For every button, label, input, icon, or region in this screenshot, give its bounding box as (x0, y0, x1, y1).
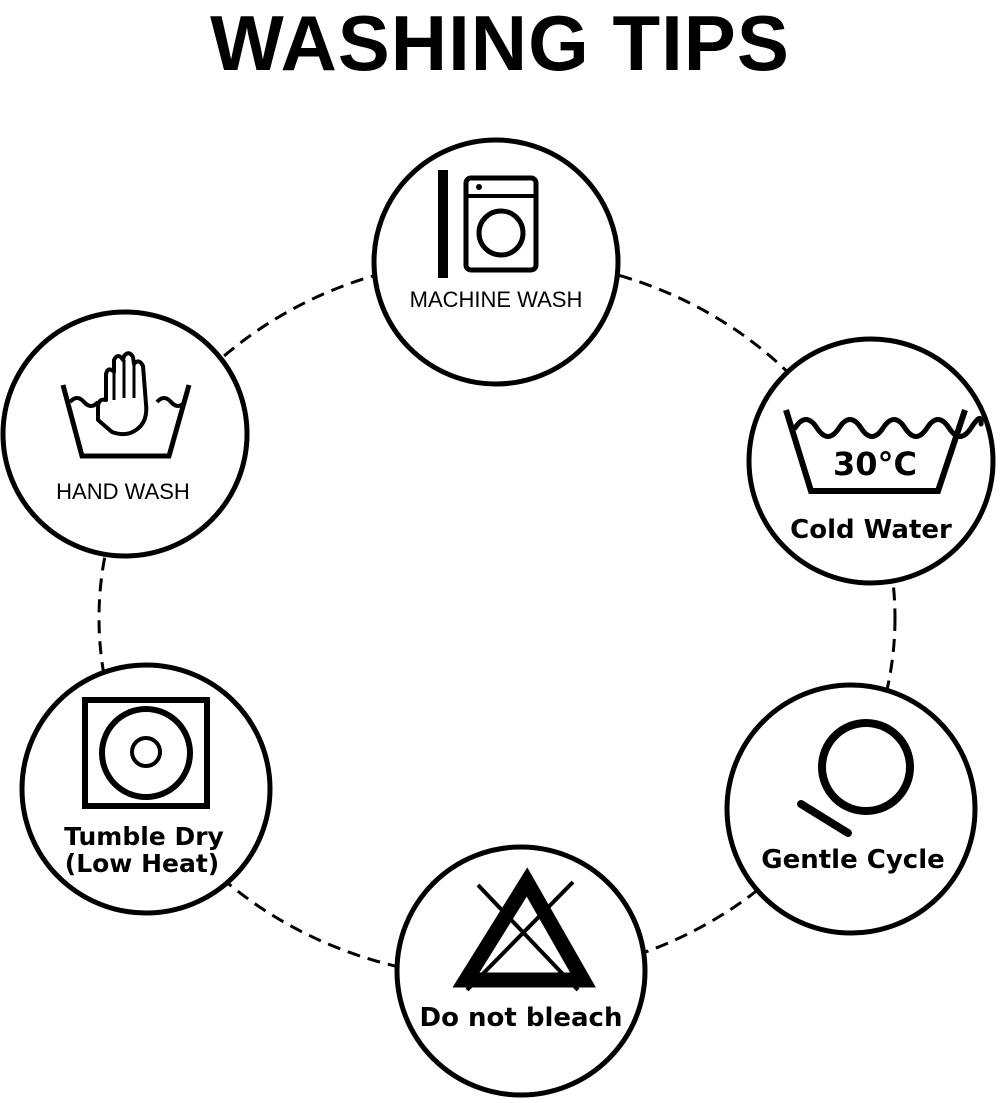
tip-label: Gentle Cycle (761, 845, 945, 875)
crossed-triangle-icon (452, 867, 596, 992)
gentle-cycle-icon (797, 719, 914, 837)
tip-cold-water: 30°C Cold Water (746, 336, 996, 586)
tip-label: HAND WASH (56, 479, 190, 504)
temperature-label: 30°C (833, 445, 917, 483)
tip-circle (394, 844, 648, 1098)
hand-in-basin-icon (60, 351, 192, 459)
wash-basin-30-icon (783, 409, 984, 494)
tip-label-line1: Tumble Dry (64, 822, 224, 851)
page-title: WASHING TIPS (210, 0, 790, 87)
tip-do-not-bleach: Do not bleach (394, 844, 648, 1098)
washing-machine-icon (438, 170, 539, 278)
tip-label: Do not bleach (420, 1003, 623, 1033)
tip-label-line2: (Low Heat) (65, 849, 219, 878)
tip-circle (371, 137, 621, 387)
tip-circle (746, 336, 996, 586)
tip-label: MACHINE WASH (410, 287, 583, 312)
tumble-dry-low-icon (82, 697, 210, 809)
tip-gentle-cycle: Gentle Cycle (724, 682, 978, 936)
tip-machine-wash: MACHINE WASH (371, 137, 621, 387)
tip-tumble-dry: Tumble Dry (Low Heat) (19, 662, 273, 916)
tip-label: Cold Water (790, 515, 952, 545)
tip-hand-wash: HAND WASH (0, 309, 250, 559)
